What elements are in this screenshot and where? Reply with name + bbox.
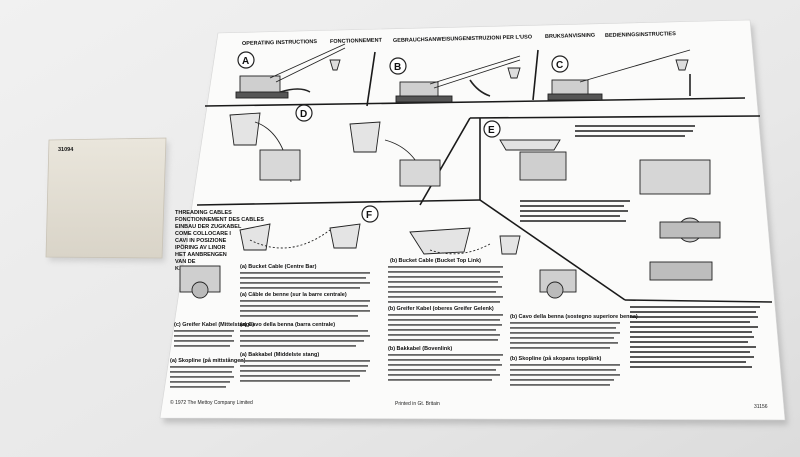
parts-card: 31094 bbox=[45, 137, 169, 262]
threading-sections: (a) Bucket Cable (Centre Bar) (b) Bucket… bbox=[170, 258, 638, 388]
panel-e-label: E bbox=[488, 125, 495, 136]
header-label-1: OPERATING INSTRUCTIONS bbox=[242, 39, 318, 47]
footer-code: 31156 bbox=[754, 404, 768, 410]
card-code: 31094 bbox=[58, 147, 74, 153]
threading-title-6: IPÖRING AV LINOR bbox=[175, 244, 225, 251]
header-label-5: BRUKSANVISNING bbox=[545, 33, 595, 40]
header-label-6: BEDIENINGSINSTRUCTIES bbox=[605, 31, 676, 39]
heading-b-bakkabel: (b) Bakkabel (Bovenlink) bbox=[388, 346, 452, 352]
heading-a-cavo-benna: (a) Cavo della benna (barra centrale) bbox=[240, 322, 335, 328]
panel-dividers bbox=[196, 49, 773, 303]
instruction-sheet: OPERATING INSTRUCTIONS FONCTIONNEMENT GE… bbox=[159, 19, 788, 425]
header-labels: OPERATING INSTRUCTIONS FONCTIONNEMENT GE… bbox=[242, 31, 676, 47]
threading-title-7: HET AANBRENGEN bbox=[175, 252, 227, 258]
panel-b-crane-illustration: B bbox=[389, 55, 521, 103]
panel-e-text-block bbox=[520, 125, 760, 368]
threading-title-3: EINBAU DER ZUGKABEL bbox=[175, 224, 242, 230]
heading-b-skopline: (b) Skopline (på skopans topplänk) bbox=[510, 355, 602, 362]
panel-a-label: A bbox=[242, 56, 249, 67]
panel-a-crane-illustration: A bbox=[235, 43, 346, 99]
panel-c-crane-illustration: C bbox=[547, 49, 691, 101]
threading-title-4: COME COLLOCARE I bbox=[175, 231, 231, 237]
heading-b-bucket-cable: (b) Bucket Cable (Bucket Top Link) bbox=[390, 258, 481, 264]
header-label-4: ISTRUZIONI PER L'USO bbox=[470, 34, 533, 42]
heading-a-bakkabel: (a) Bakkabel (Middelste stang) bbox=[240, 352, 319, 358]
panel-b-label: B bbox=[394, 62, 401, 73]
heading-a-bucket-cable: (a) Bucket Cable (Centre Bar) bbox=[240, 264, 317, 270]
footer-copyright: © 1972 The Mettoy Company Limited bbox=[170, 399, 253, 406]
threading-title-5: CAVI IN POSIZIONE bbox=[175, 238, 227, 244]
heading-b-greifer: (b) Greifer Kabel (oberes Greifer Gelenk… bbox=[388, 306, 494, 312]
panel-f-label: F bbox=[366, 210, 372, 221]
heading-a-skopline: (a) Skopline (på mittstången) bbox=[170, 357, 246, 364]
threading-title-2: FONCTIONNEMENT DES CABLES bbox=[175, 217, 264, 223]
threading-title-1: THREADING CABLES bbox=[175, 210, 232, 216]
header-label-2: FONCTIONNEMENT bbox=[330, 38, 383, 45]
heading-a-cable-benne: (a) Câble de benne (sur la barre central… bbox=[240, 292, 347, 298]
panel-e-drum-illustration: E bbox=[483, 120, 721, 281]
panel-c-label: C bbox=[556, 60, 563, 71]
footer-printed: Printed in Gt. Britain bbox=[395, 401, 440, 407]
header-label-3: GEBRAUCHSANWEISUNGEN bbox=[393, 36, 470, 44]
heading-b-cavo: (b) Cavo della benna (sostegno superiore… bbox=[510, 314, 638, 320]
panel-d-label: D bbox=[300, 109, 307, 120]
heading-c-greifer: (c) Greifer Kabel (Mittelstange) bbox=[174, 322, 254, 328]
panel-f-threading-illustration: F bbox=[179, 205, 577, 299]
threading-title-8: VAN DE bbox=[175, 259, 196, 265]
paragraph-lines bbox=[170, 266, 620, 388]
panel-d-bucket-illustration: D bbox=[229, 104, 441, 187]
